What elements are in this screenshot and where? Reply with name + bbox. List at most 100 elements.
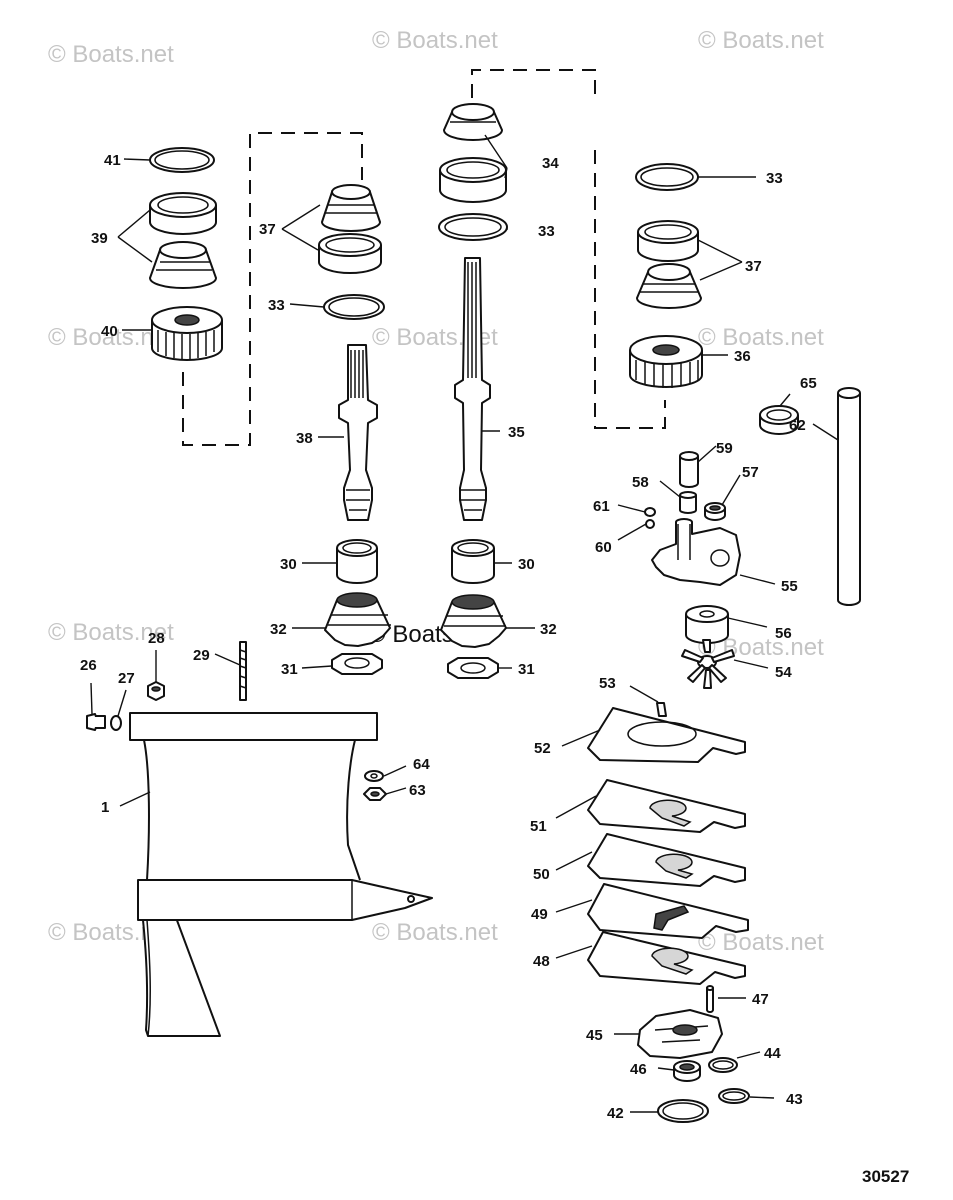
label-56: 56 bbox=[775, 625, 792, 642]
part-37-bearing-cup bbox=[637, 220, 699, 262]
label-52: 52 bbox=[534, 740, 551, 757]
label-32: 32 bbox=[270, 621, 287, 638]
part-60-grommet bbox=[645, 519, 655, 529]
part-55-pump-housing bbox=[651, 518, 741, 586]
part-39-bearing-cup bbox=[149, 192, 217, 235]
part-52-gasket bbox=[587, 707, 746, 763]
label-31: 31 bbox=[518, 661, 535, 678]
label-43: 43 bbox=[786, 1091, 803, 1108]
part-27-washer bbox=[110, 715, 122, 731]
part-57-seal bbox=[704, 502, 726, 521]
part-32-pinion-gear bbox=[440, 594, 507, 648]
part-33-shim bbox=[438, 213, 508, 241]
label-50: 50 bbox=[533, 866, 550, 883]
part-1-gear-housing bbox=[129, 712, 433, 1037]
label-58: 58 bbox=[632, 474, 649, 491]
part-41-ring bbox=[149, 147, 215, 173]
label-46: 46 bbox=[630, 1061, 647, 1078]
part-35-driveshaft bbox=[454, 257, 491, 521]
part-37-bearing-cone bbox=[636, 263, 702, 309]
label-55: 55 bbox=[781, 578, 798, 595]
label-47: 47 bbox=[752, 991, 769, 1008]
label-53: 53 bbox=[599, 675, 616, 692]
label-40: 40 bbox=[101, 323, 118, 340]
label-37: 37 bbox=[745, 258, 762, 275]
label-34: 34 bbox=[542, 155, 559, 172]
label-57: 57 bbox=[742, 464, 759, 481]
label-28: 28 bbox=[148, 630, 165, 647]
label-63: 63 bbox=[409, 782, 426, 799]
watermark: © Boats.net bbox=[698, 324, 824, 351]
part-37-bearing-cup bbox=[318, 233, 382, 274]
part-40-gear bbox=[151, 306, 223, 361]
part-46-seal bbox=[673, 1060, 701, 1082]
part-48-gasket bbox=[587, 931, 746, 985]
label-62: 62 bbox=[789, 417, 806, 434]
label-39: 39 bbox=[91, 230, 108, 247]
part-33-shim bbox=[323, 294, 385, 320]
part-36-gear bbox=[629, 335, 703, 388]
part-64-washer bbox=[364, 770, 384, 782]
label-33: 33 bbox=[268, 297, 285, 314]
part-37-bearing-cone bbox=[321, 184, 381, 232]
label-29: 29 bbox=[193, 647, 210, 664]
part-28-nut bbox=[147, 681, 165, 701]
label-31: 31 bbox=[281, 661, 298, 678]
part-26-bolt bbox=[86, 713, 106, 731]
assembly-dashed-lines bbox=[182, 69, 666, 446]
watermark: © Boats.net bbox=[698, 27, 824, 54]
part-33-shim bbox=[635, 163, 699, 191]
part-29-stud bbox=[239, 641, 247, 701]
label-45: 45 bbox=[586, 1027, 603, 1044]
watermark: © Boats.net bbox=[698, 929, 824, 956]
part-51-plate bbox=[587, 779, 746, 833]
part-59-insert bbox=[679, 451, 699, 488]
label-65: 65 bbox=[800, 375, 817, 392]
part-63-nut bbox=[363, 787, 387, 801]
label-1: 1 bbox=[101, 799, 109, 816]
part-31-nut bbox=[331, 653, 383, 675]
label-51: 51 bbox=[530, 818, 547, 835]
label-48: 48 bbox=[533, 953, 550, 970]
part-34-bearing-cone bbox=[443, 103, 503, 141]
part-34-bearing-cup bbox=[439, 157, 507, 203]
watermark: © Boats.net bbox=[48, 619, 174, 646]
label-33: 33 bbox=[538, 223, 555, 240]
label-49: 49 bbox=[531, 906, 548, 923]
watermark: © Boats.net bbox=[372, 27, 498, 54]
label-41: 41 bbox=[104, 152, 121, 169]
label-37: 37 bbox=[259, 221, 276, 238]
label-27: 27 bbox=[118, 670, 135, 687]
part-44-o-ring bbox=[708, 1057, 738, 1073]
part-31-nut bbox=[447, 657, 499, 679]
leader-lines bbox=[90, 134, 839, 1113]
part-38-shaft bbox=[338, 344, 378, 521]
label-36: 36 bbox=[734, 348, 751, 365]
label-26: 26 bbox=[80, 657, 97, 674]
label-64: 64 bbox=[413, 756, 430, 773]
label-44: 44 bbox=[764, 1045, 781, 1062]
label-54: 54 bbox=[775, 664, 792, 681]
label-38: 38 bbox=[296, 430, 313, 447]
part-number-labels: 41 39 40 37 33 38 30 32 31 34 33 35 30 3… bbox=[80, 152, 817, 1122]
label-35: 35 bbox=[508, 424, 525, 441]
label-60: 60 bbox=[595, 539, 612, 556]
part-58-sleeve bbox=[679, 491, 697, 514]
diagram-number: 30527 bbox=[862, 1167, 909, 1186]
part-65-seal bbox=[759, 405, 799, 435]
label-61: 61 bbox=[593, 498, 610, 515]
watermark: © Boats.net bbox=[372, 919, 498, 946]
label-59: 59 bbox=[716, 440, 733, 457]
watermark: © Boats.net bbox=[48, 41, 174, 68]
label-33: 33 bbox=[766, 170, 783, 187]
label-32: 32 bbox=[540, 621, 557, 638]
label-42: 42 bbox=[607, 1105, 624, 1122]
part-61-grommet bbox=[644, 507, 656, 517]
part-42-o-ring bbox=[657, 1099, 709, 1123]
part-49-plate bbox=[587, 883, 749, 939]
part-30-needle-bearing bbox=[451, 539, 495, 584]
part-56-cup bbox=[685, 605, 729, 644]
part-43-o-ring bbox=[718, 1088, 750, 1104]
part-50-gasket bbox=[587, 833, 746, 887]
